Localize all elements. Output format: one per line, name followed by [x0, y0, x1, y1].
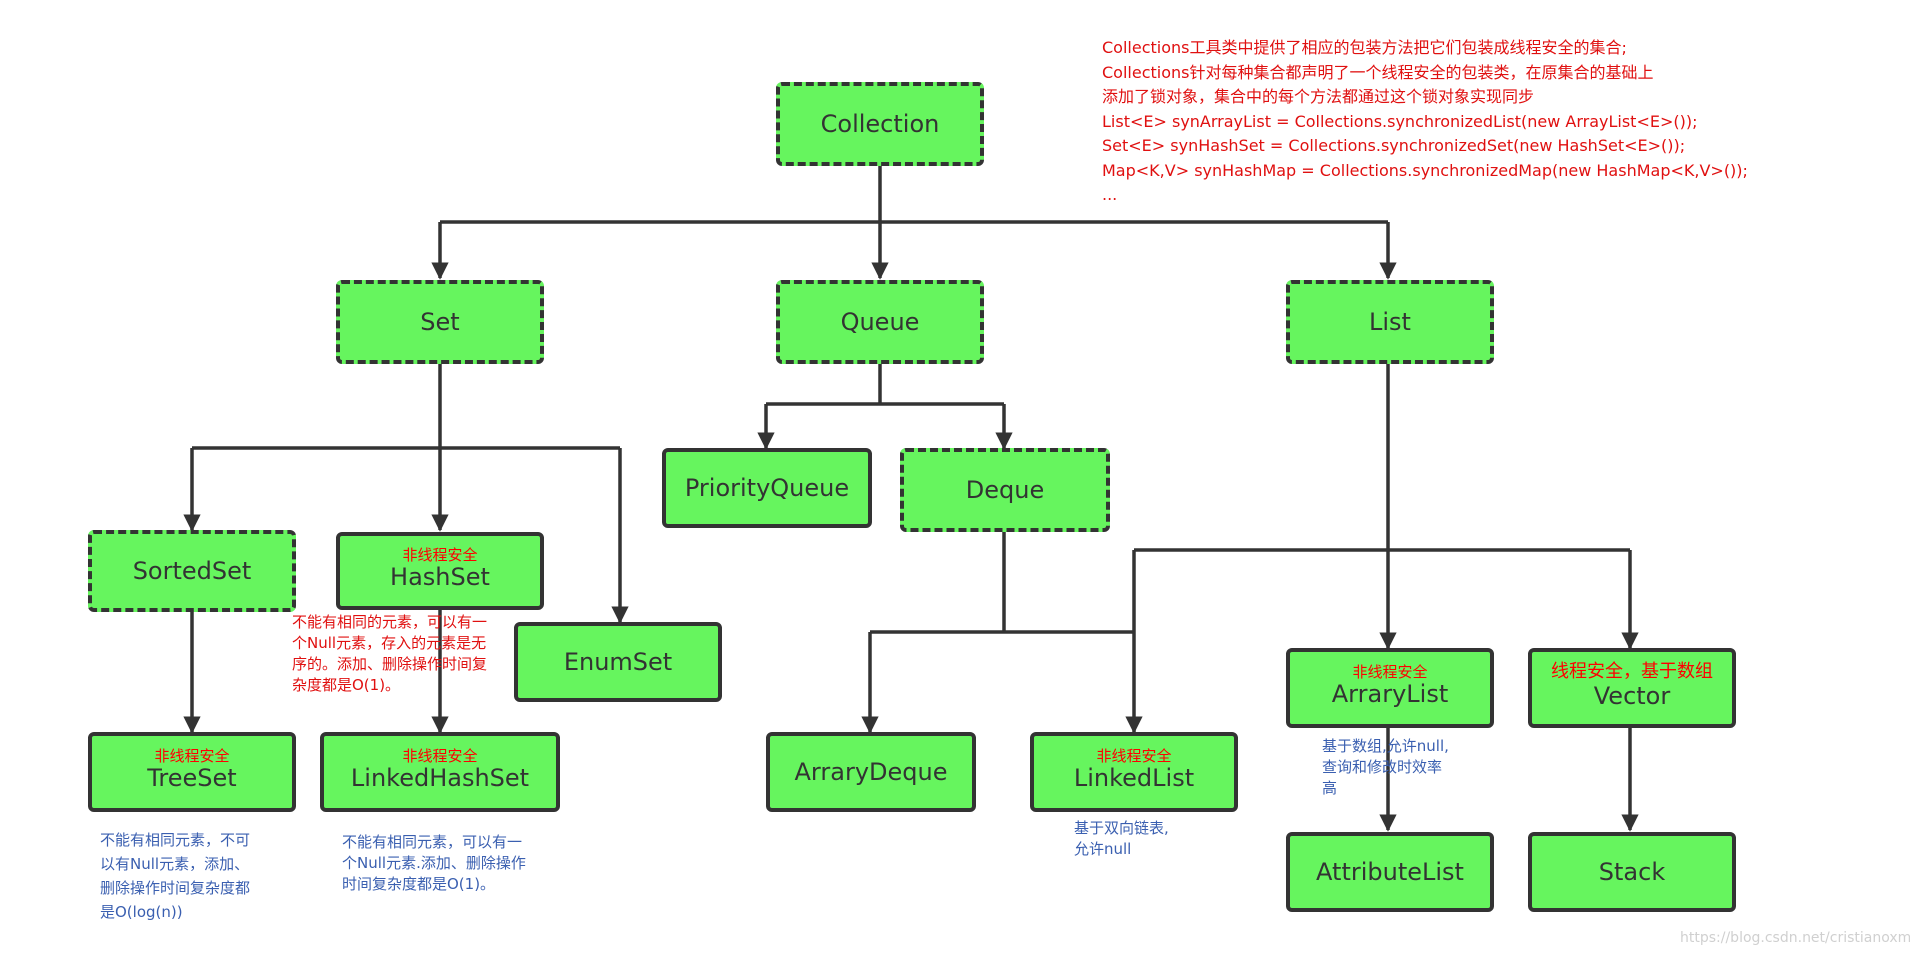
node-label: HashSet [390, 563, 490, 591]
node-label: Vector [1593, 682, 1671, 710]
node-label: PriorityQueue [684, 474, 850, 502]
thread-safety-tag: 非线程安全 [1352, 663, 1428, 681]
top-note-line: Map<K,V> synHashMap = Collections.synchr… [1102, 160, 1748, 180]
top-note-line: Set<E> synHashSet = Collections.synchron… [1102, 136, 1686, 155]
node-list: List [1286, 280, 1494, 364]
thread-safety-tag: 非线程安全 [402, 546, 478, 564]
node-label: TreeSet [147, 764, 237, 792]
node-label: Set [420, 308, 460, 336]
node-linkedlist: 非线程安全 LinkedList [1030, 732, 1238, 812]
node-set: Set [336, 280, 544, 364]
node-label: ArraryDeque [794, 758, 948, 786]
node-arraylist: 非线程安全 ArraryList [1286, 648, 1494, 728]
thread-safety-tag: 非线程安全 [402, 747, 478, 765]
thread-safety-tag: 线程安全，基于数组 [1551, 661, 1713, 682]
node-enumset: EnumSet [514, 622, 722, 702]
node-deque: Deque [900, 448, 1110, 532]
node-label: LinkedHashSet [350, 764, 530, 792]
treeset-note: 不能有相同元素，不可 以有Null元素，添加、 删除操作时间复杂度都 是O(lo… [100, 831, 251, 921]
node-label: Collection [820, 110, 940, 138]
synchronized-wrapper-note: Collections工具类中提供了相应的包装方法把它们包装成线程安全的集合; … [1102, 36, 1748, 208]
arraylist-note: 基于数组,允许null, 查询和修改时效率 高 [1322, 737, 1449, 797]
node-label: AttributeList [1316, 858, 1464, 886]
node-priorityqueue: PriorityQueue [662, 448, 872, 528]
top-note-line: Collections工具类中提供了相应的包装方法把它们包装成线程安全的集合; [1102, 38, 1627, 57]
node-label: List [1369, 308, 1411, 336]
watermark: https://blog.csdn.net/cristianoxm [1680, 930, 1910, 946]
node-label: LinkedList [1073, 764, 1195, 792]
hashset-note: 不能有相同的元素，可以有一 个Null元素，存入的元素是无 序的。添加、删除操作… [292, 613, 488, 694]
thread-safety-tag: 非线程安全 [154, 747, 230, 765]
node-sortedset: SortedSet [88, 530, 296, 612]
top-note-line: List<E> synArrayList = Collections.synch… [1102, 111, 1698, 131]
node-label: EnumSet [563, 648, 673, 676]
node-label: Deque [965, 476, 1045, 504]
node-label: Stack [1598, 858, 1666, 886]
node-queue: Queue [776, 280, 984, 364]
node-arraydeque: ArraryDeque [766, 732, 976, 812]
top-note-line: ... [1102, 185, 1118, 204]
node-stack: Stack [1528, 832, 1736, 912]
node-attributelist: AttributeList [1286, 832, 1494, 912]
node-treeset: 非线程安全 TreeSet [88, 732, 296, 812]
node-label: Queue [840, 308, 920, 336]
thread-safety-tag: 非线程安全 [1096, 747, 1172, 765]
node-vector: 线程安全，基于数组 Vector [1528, 648, 1736, 728]
linkedlist-note: 基于双向链表, 允许null [1074, 819, 1169, 858]
node-label: SortedSet [132, 557, 252, 585]
linkedhashset-note: 不能有相同元素，可以有一 个Null元素.添加、删除操作 时间复杂度都是O(1)… [342, 833, 526, 893]
top-note-line: 添加了锁对象，集合中的每个方法都通过这个锁对象实现同步 [1102, 87, 1535, 106]
node-linkedhashset: 非线程安全 LinkedHashSet [320, 732, 560, 812]
node-hashset: 非线程安全 HashSet [336, 532, 544, 610]
top-note-line: Collections针对每种集合都声明了一个线程安全的包装类，在原集合的基础上 [1102, 62, 1654, 82]
node-label: ArraryList [1331, 680, 1449, 708]
node-collection: Collection [776, 82, 984, 166]
